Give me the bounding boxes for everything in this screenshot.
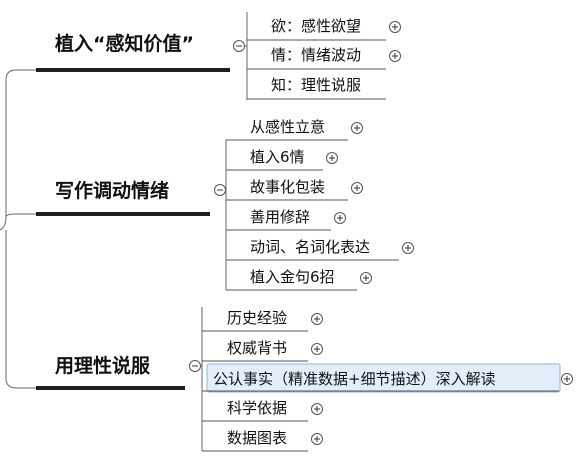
- node-accepted-facts[interactable]: 公认事实（精准数据+细节描述）深入解读: [213, 370, 496, 388]
- node-storytelling[interactable]: 故事化包装: [250, 178, 325, 196]
- node-golden-quotes[interactable]: 植入金句6招: [250, 268, 335, 286]
- expand-toggle[interactable]: [561, 373, 573, 385]
- expand-toggle[interactable]: [360, 272, 372, 284]
- node-scientific-basis[interactable]: 科学依据: [227, 399, 287, 417]
- expand-toggle[interactable]: [311, 433, 323, 445]
- node-emotional-theme[interactable]: 从感性立意: [250, 118, 325, 136]
- child-bracket: [245, 12, 248, 100]
- expand-toggle[interactable]: [311, 343, 323, 355]
- expand-toggle[interactable]: [311, 313, 323, 325]
- expand-toggle[interactable]: [351, 182, 363, 194]
- topic-rational-persuasion[interactable]: 用理性说服: [55, 354, 151, 377]
- collapse-toggle[interactable]: [233, 40, 245, 52]
- node-emotion[interactable]: 情：情绪波动: [271, 46, 361, 64]
- node-six-emotions[interactable]: 植入6情: [250, 148, 305, 166]
- node-historical-experience[interactable]: 历史经验: [227, 309, 287, 327]
- branch-rational-persuasion: 用理性说服 历史经验 权威背书 公认事实（精准数据+细节描述）深入解读 科学依据…: [36, 307, 573, 452]
- node-verb-noun-expression[interactable]: 动词、名词化表达: [250, 238, 370, 256]
- expand-toggle[interactable]: [389, 21, 401, 33]
- branch-perceived-value: 植入“感知价值” 欲：感性欲望 情：情绪波动 知：理性说服: [36, 12, 401, 100]
- node-data-charts[interactable]: 数据图表: [227, 429, 287, 447]
- branch-evoke-emotion: 写作调动情绪 从感性立意 植入6情 故事化包装 善用修辞 动词、名词化表达 植入…: [36, 118, 414, 291]
- selection-highlight: [206, 363, 561, 393]
- expand-toggle[interactable]: [389, 50, 401, 62]
- node-authority-endorsement[interactable]: 权威背书: [227, 339, 287, 357]
- expand-toggle[interactable]: [311, 403, 323, 415]
- node-desire[interactable]: 欲：感性欲望: [271, 17, 361, 35]
- expand-toggle[interactable]: [351, 122, 363, 134]
- topic-perceived-value[interactable]: 植入“感知价值”: [55, 32, 194, 55]
- root-connector: [0, 69, 40, 389]
- expand-toggle[interactable]: [326, 152, 338, 164]
- topic-evoke-emotion[interactable]: 写作调动情绪: [55, 179, 169, 202]
- collapse-toggle[interactable]: [214, 184, 226, 196]
- node-rhetoric[interactable]: 善用修辞: [250, 208, 310, 226]
- node-reason[interactable]: 知：理性说服: [271, 76, 361, 94]
- collapse-toggle[interactable]: [189, 360, 201, 372]
- child-bracket: [201, 307, 203, 451]
- expand-toggle[interactable]: [402, 242, 414, 254]
- expand-toggle[interactable]: [334, 212, 346, 224]
